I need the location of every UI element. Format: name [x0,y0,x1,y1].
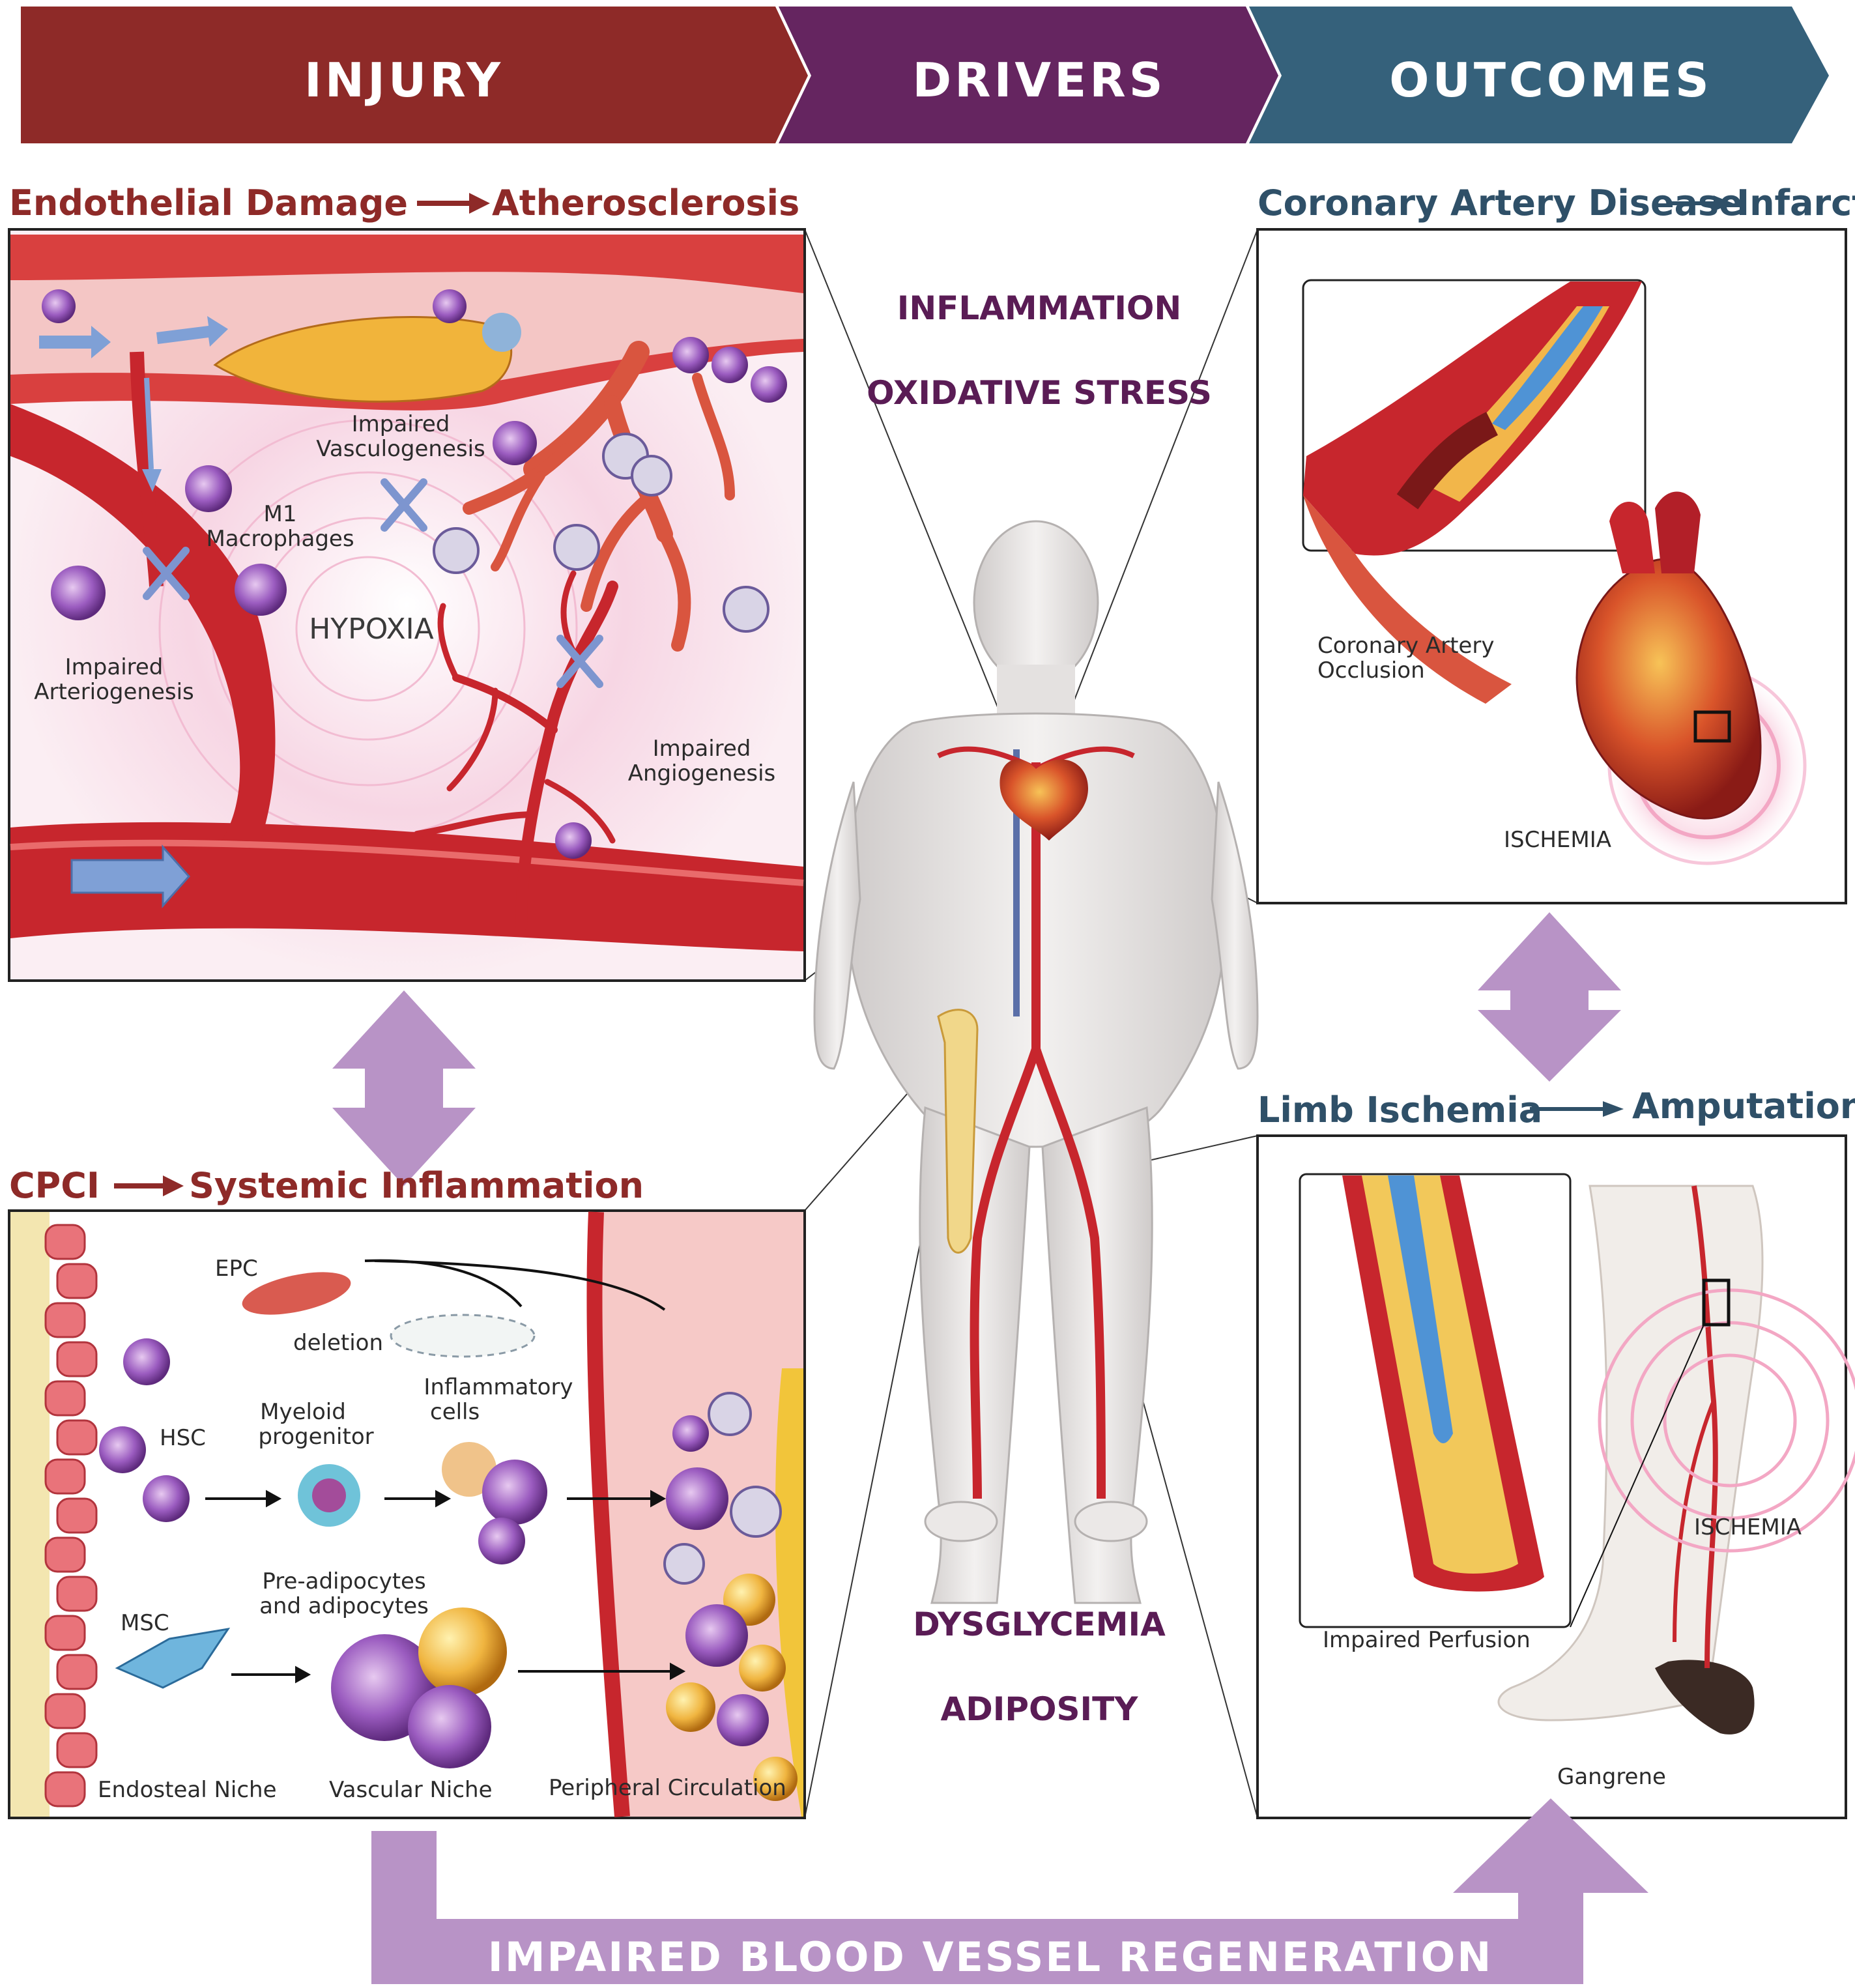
coronary-ischemia-label: ISCHEMIA [1504,827,1611,853]
human-figure [813,520,1259,1604]
right-double-arrow-icon [1478,912,1621,1082]
endothelial-heading-right: Atherosclerosis [492,182,799,223]
preadipocyte-label-1: Pre-adipocytes [262,1568,425,1594]
banner-outcomes [1249,7,1829,143]
banner-drivers-label: DRIVERS [912,53,1166,108]
regeneration-label: IMPAIRED BLOOD VESSEL REGENERATION [488,1933,1493,1981]
circulating-cells [663,1392,798,1801]
gangrene-foot [1655,1660,1755,1735]
preadipocyte-label-2: and adipocytes [259,1593,429,1619]
endosteal-niche-label: Endosteal Niche [98,1777,277,1803]
occlusion-label-2: Occlusion [1317,657,1425,684]
vasculogenesis-label-2: Vasculogenesis [316,436,485,462]
angiogenesis-label-2: Angiogenesis [628,760,775,786]
m1-label-2: Macrophages [206,526,354,552]
vessel-blood [1388,1175,1453,1443]
epc-migration-arrow-icon [374,1260,666,1311]
deleted-cell [390,1314,536,1358]
upper-flow-arrows-icon [39,316,228,358]
impaired-perfusion-label: Impaired Perfusion [1323,1627,1531,1653]
driver-inflammation: INFLAMMATION [897,289,1182,327]
epc-label: EPC [215,1256,258,1282]
plaque-deposit [213,316,513,403]
drivers-column: INFLAMMATION OXIDATIVE STRESS DYSGLYCEMI… [867,289,1212,1728]
vessel-flow-arrow-icon [142,377,162,492]
limb-heading-left: Limb Ischemia [1258,1089,1542,1131]
top-banner: INJURY DRIVERS OUTCOMES [21,7,1829,143]
deletion-label: deletion [293,1330,383,1356]
inflammatory-label-1: Inflammatory [424,1374,573,1400]
peripheral-circulation-label: Peripheral Circulation [549,1775,786,1801]
limb-zoom-box [1702,1278,1731,1327]
bottom-regeneration-arrow: IMPAIRED BLOOD VESSEL REGENERATION [371,1798,1648,1984]
capillary-branches [463,341,735,652]
coronary-heading-left: Coronary Artery Disease [1258,182,1743,223]
endothelial-heading-left: Endothelial Damage [9,182,408,223]
driver-dysglycemia: DYSGLYCEMIA [913,1606,1166,1643]
fat-layer [775,1368,803,1817]
msc-label: MSC [121,1610,169,1636]
limb-heading-right: Amputation [1632,1086,1855,1127]
heart-icon [1575,491,1811,870]
angiogenesis-tree [414,570,618,931]
msc-cell [115,1627,231,1689]
inflammatory-cells [442,1442,547,1564]
lower-vessel [10,822,803,951]
driver-oxidative-stress: OXIDATIVE STRESS [867,374,1212,412]
banner-injury [21,7,808,143]
zoom-connector [1570,1324,1704,1628]
banner-outcomes-label: OUTCOMES [1389,53,1712,108]
endosteal-cells [44,1224,98,1808]
gangrene-label: Gangrene [1557,1764,1666,1790]
limb-ischemia-label: ISCHEMIA [1694,1514,1802,1540]
hsc-label: HSC [160,1425,206,1451]
m1-label-1: M1 [264,501,297,527]
myeloid-label-2: progenitor [258,1424,373,1450]
heading-arrow-icon [1530,1101,1624,1117]
adipocyte-cells [331,1607,507,1768]
angiogenesis-label-1: Impaired [653,736,751,762]
heading-arrow-icon [1669,195,1733,211]
myeloid-nucleus [312,1478,346,1512]
occlusion-label-1: Coronary Artery [1317,633,1494,659]
epc-cell [242,1272,351,1315]
driver-adiposity: ADIPOSITY [941,1690,1139,1728]
limb-panel: Limb Ischemia Amputation ISCHEMIA Impair… [1256,1086,1855,1819]
flow-arrow-icon [70,844,191,908]
blocked-x-icons [143,478,603,688]
coronary-panel: Coronary Artery Disease Infarct Coronary… [1256,182,1855,904]
cpci-flow-arrows-icon [205,1490,686,1684]
cpci-heading-left: CPCI [9,1165,100,1206]
vasculogenesis-label-1: Impaired [352,411,450,437]
left-double-arrow-icon [332,990,476,1186]
endothelial-panel: Endothelial Damage Atherosclerosis [8,182,806,982]
artery-occlusion [1396,412,1499,510]
artery-blood [1492,306,1603,430]
banner-drivers [779,7,1278,143]
artery-extension [1303,495,1512,704]
vascular-niche-label: Vascular Niche [329,1777,493,1803]
body-heart-icon [999,759,1088,841]
inflammatory-label-2: cells [430,1399,480,1425]
femur-bone [937,1009,979,1254]
hsc-cells [99,1338,190,1522]
lower-vessel-highlight [10,839,804,886]
arteriogenesis-label-1: Impaired [65,654,164,680]
leg-silhouette [1497,1185,1764,1721]
cpci-panel: CPCI Systemic Inflammation [8,1165,806,1819]
heading-arrow-icon [114,1175,184,1196]
macrophage-cells [42,289,787,859]
coronary-heading-right: Infarct [1736,182,1855,223]
cpci-heading-right: Systemic Inflammation [189,1165,644,1206]
leg-artery-branch [1673,1400,1716,1643]
bone-edge [10,1212,50,1817]
heading-arrow-icon [417,193,490,214]
arteriogenesis-label-2: Arteriogenesis [34,679,194,705]
banner-injury-label: INJURY [304,53,504,108]
myeloid-label-1: Myeloid [260,1399,346,1425]
hypoxia-label: HYPOXIA [309,612,434,646]
